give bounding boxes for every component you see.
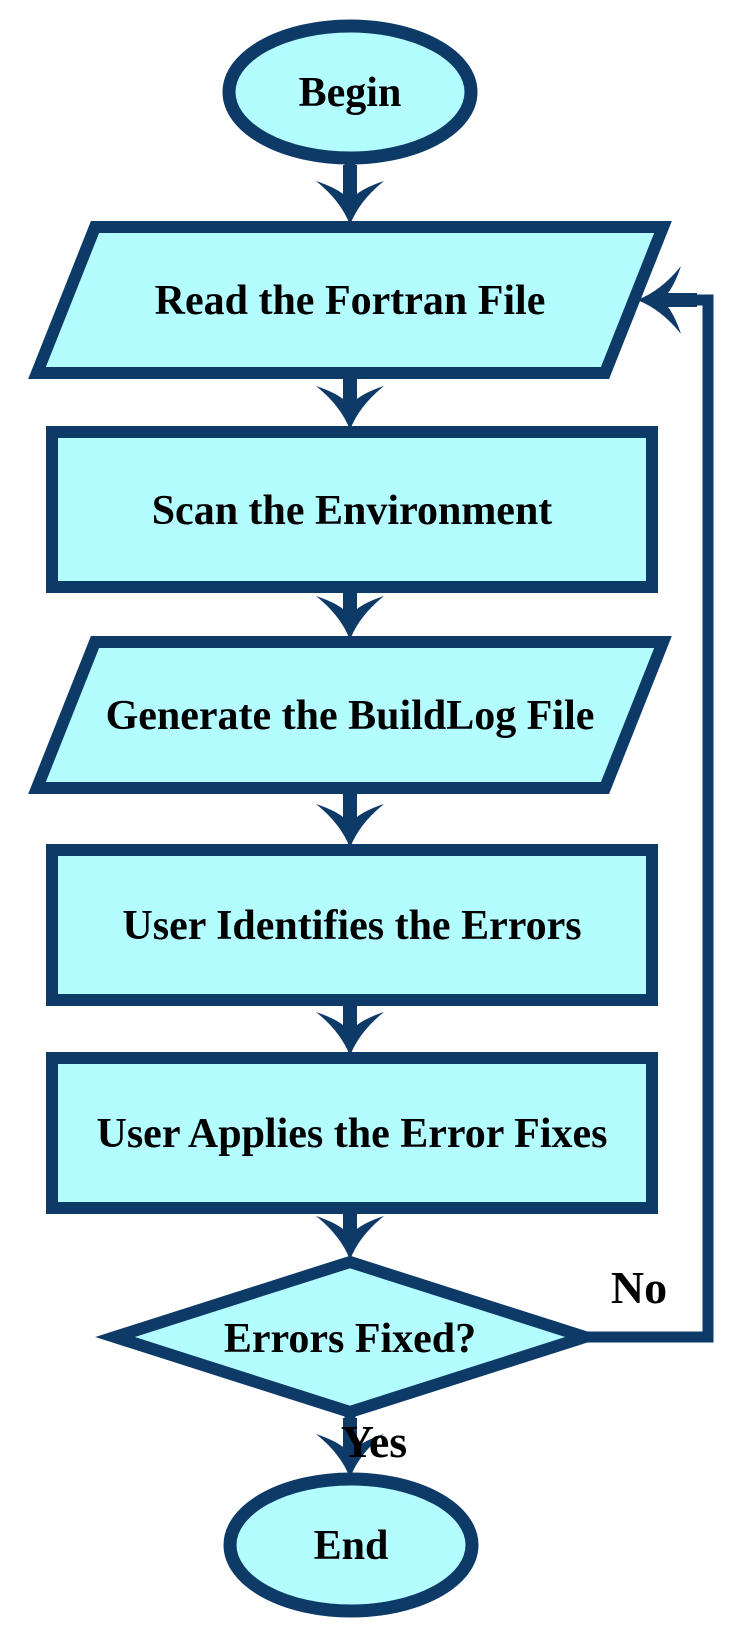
io-parallelogram-shape — [28, 221, 672, 379]
terminator-shape — [222, 19, 478, 165]
io-parallelogram-shape — [28, 636, 672, 794]
node-scan-environment: Scan the Environment — [46, 426, 658, 593]
edge-label-no: No — [611, 1262, 667, 1313]
edge-decision-no-loop: No — [585, 266, 714, 1343]
node-label-decision: Errors Fixed? — [224, 1316, 476, 1362]
node-label-end: End — [314, 1523, 389, 1569]
node-errors-fixed-decision: Errors Fixed? — [95, 1255, 605, 1419]
edge-decision-yes-to-end: Yes — [316, 1410, 407, 1478]
arrow-down-icon — [316, 165, 384, 225]
node-read-fortran-file: Read the Fortran File — [28, 221, 672, 379]
node-label-identify: User Identifies the Errors — [122, 903, 581, 949]
edge-generate-to-identify — [316, 787, 384, 848]
node-begin: Begin — [222, 19, 478, 165]
process-rect-shape — [46, 426, 658, 593]
decision-diamond-shape — [95, 1255, 605, 1419]
node-label-read: Read the Fortran File — [155, 278, 546, 324]
terminator-shape — [223, 1472, 479, 1618]
edge-label-yes: Yes — [341, 1416, 407, 1467]
process-rect-shape — [46, 844, 658, 1006]
edge-line — [585, 294, 714, 1343]
node-end: End — [223, 1472, 479, 1618]
edge-begin-to-read — [316, 156, 384, 225]
node-generate-buildlog: Generate the BuildLog File — [28, 636, 672, 794]
node-identify-errors: User Identifies the Errors — [46, 844, 658, 1006]
node-label-apply: User Applies the Error Fixes — [97, 1111, 608, 1157]
node-label-generate: Generate the BuildLog File — [106, 693, 595, 739]
arrow-down-icon — [316, 788, 384, 848]
node-label-scan: Scan the Environment — [152, 488, 553, 534]
node-label-begin: Begin — [299, 70, 402, 116]
nodes: Begin Read the Fortran File Scan the Env… — [28, 19, 672, 1618]
process-rect-shape — [46, 1052, 658, 1214]
node-apply-fixes: User Applies the Error Fixes — [46, 1052, 658, 1214]
